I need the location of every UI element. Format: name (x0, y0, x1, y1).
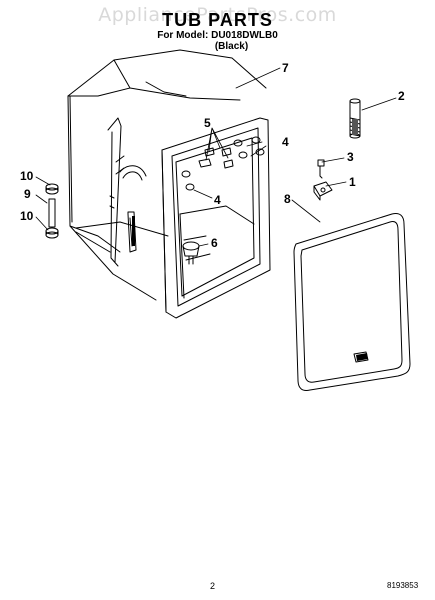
color-line: (Black) (214, 41, 249, 52)
document-number: 8193853 (387, 581, 419, 590)
callout-5: 5 (204, 116, 211, 130)
drain-fitting (182, 241, 200, 265)
hinge-fasteners (181, 136, 265, 191)
callout-4-lower: 4 (214, 193, 221, 207)
callout-10-lower: 10 (20, 209, 34, 223)
callout-10-upper: 10 (20, 169, 34, 183)
callout-1: 1 (349, 175, 356, 189)
leader-lines (35, 67, 397, 247)
page-title: TUB PARTS (162, 10, 273, 30)
callout-3: 3 (347, 150, 354, 164)
callout-4-upper: 4 (282, 135, 289, 149)
callout-6: 6 (211, 236, 218, 250)
callout-8: 8 (284, 192, 291, 206)
watermark: AppliancePartsPros.com (98, 4, 337, 26)
bracket (313, 181, 333, 201)
screw (317, 159, 325, 179)
model-line: For Model: DU018DWLB0 (157, 30, 278, 41)
callout-7: 7 (282, 61, 289, 75)
grommet-and-spacer (45, 183, 59, 239)
tub-front-frame (161, 117, 271, 319)
page-number: 2 (210, 581, 216, 591)
door-gasket (293, 213, 411, 391)
model-info: For Model: DU018DWLB0 (Black) (0, 30, 435, 52)
callout-2: 2 (398, 89, 405, 103)
tub-body (67, 49, 267, 301)
callout-9: 9 (24, 187, 31, 201)
